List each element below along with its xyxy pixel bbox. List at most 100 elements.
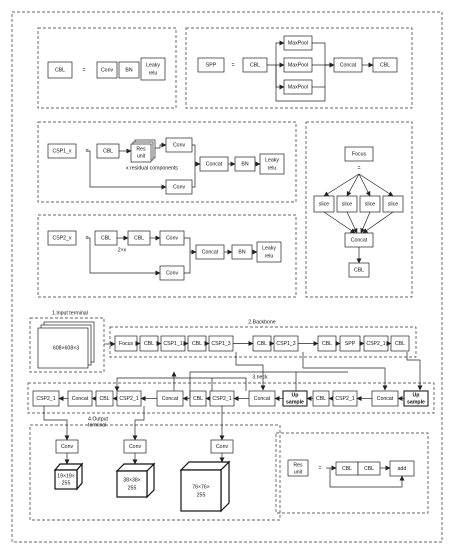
- svg-text:CBL: CBL: [342, 466, 352, 472]
- svg-text:Leaky: Leaky: [146, 62, 160, 68]
- svg-text:=: =: [318, 465, 321, 471]
- svg-text:CBL: CBL: [380, 62, 390, 68]
- svg-text:add: add: [398, 466, 407, 472]
- neck-block-label-1: Up: [413, 392, 420, 398]
- focus-definition-panel: Focus = slice slice slice slice Concat C…: [305, 121, 413, 298]
- neck-block: Concat: [156, 390, 184, 407]
- backbone-block: CSP1_3: [273, 335, 299, 352]
- svg-text:19×19×: 19×19×: [57, 473, 75, 479]
- svg-text:MaxPool: MaxPool: [288, 40, 308, 46]
- svg-text:slice: slice: [342, 201, 352, 207]
- backbone-block-label: CBL: [144, 341, 154, 347]
- output-cube-38: 38×38× 255: [115, 462, 156, 499]
- backbone-block: CBL: [317, 335, 337, 352]
- svg-text:SPP: SPP: [206, 62, 217, 68]
- svg-text:Conv: Conv: [216, 444, 229, 450]
- svg-text:relu: relu: [149, 70, 158, 76]
- backbone-block: SPP: [339, 335, 361, 352]
- svg-text:255: 255: [62, 480, 71, 486]
- backbone-block-label: CSP1_1: [163, 341, 182, 347]
- neck-block: CBL: [312, 390, 330, 407]
- neck-block-label: CSP2_1: [36, 396, 55, 402]
- svg-text:CBL: CBL: [103, 148, 113, 154]
- svg-text:x residual components: x residual components: [126, 165, 178, 171]
- output-terminal: 4.Output terminal Conv Conv Conv 19×19× …: [29, 406, 281, 521]
- cbl-definition-panel: CBL = Conv BN Leaky relu: [37, 27, 177, 109]
- svg-text:slice: slice: [388, 201, 398, 207]
- backbone-block-label: CBL: [257, 341, 267, 347]
- svg-text:BN: BN: [125, 67, 132, 73]
- backbone-block-label: CBL: [395, 341, 405, 347]
- svg-text:Res: Res: [293, 462, 303, 468]
- csp2-definition-panel: CSP2_x = CBL 2×x CBL Conv Conv Concat BN…: [37, 214, 297, 298]
- svg-text:=: =: [85, 148, 88, 154]
- backbone-block-label: CBL: [192, 341, 202, 347]
- backbone-block-label: SPP: [345, 341, 356, 347]
- neck-block-label: CBL: [193, 396, 203, 402]
- neck-block: CBL: [95, 390, 114, 407]
- svg-text:Conv: Conv: [173, 184, 186, 190]
- backbone-neck-connections: [114, 352, 423, 398]
- neck-block-label: Concat: [254, 396, 271, 402]
- neck-block: CBL: [189, 390, 207, 407]
- csp1-definition-panel: CSP1_x = CBL Res unit Conv x residual co…: [37, 121, 297, 203]
- svg-text:38×38×: 38×38×: [123, 477, 141, 483]
- svg-text:CSP1_x: CSP1_x: [52, 148, 71, 154]
- svg-text:relu: relu: [268, 165, 277, 171]
- neck-block: CSP2_1: [332, 390, 358, 407]
- svg-text:terminal: terminal: [88, 422, 106, 428]
- svg-text:255: 255: [128, 485, 137, 491]
- svg-text:Leaky: Leaky: [262, 245, 276, 251]
- neck-block-label: CSP2_1: [119, 396, 138, 402]
- svg-text:BN: BN: [241, 161, 248, 167]
- svg-text:MaxPool: MaxPool: [288, 84, 308, 90]
- svg-text:=: =: [82, 67, 85, 73]
- svg-text:2×x: 2×x: [118, 247, 127, 253]
- svg-text:1.Input terminal: 1.Input terminal: [52, 310, 88, 316]
- neck: 3.neck CSP2_1 Concat CBL CSP2_1 Concat CBL CSP…: [27, 374, 435, 414]
- svg-text:slice: slice: [319, 201, 329, 207]
- neck-block-label: CBL: [316, 396, 326, 402]
- neck-block-label: CBL: [99, 396, 109, 402]
- neck-block-label-1: Up: [292, 392, 299, 398]
- svg-text:Leaky: Leaky: [265, 157, 279, 163]
- neck-block-label: CSP2_1: [212, 396, 231, 402]
- svg-text:CBL: CBL: [134, 235, 144, 241]
- backbone-block-label: CSP1_3: [276, 341, 295, 347]
- input-size-label: 608×608×3: [53, 345, 79, 351]
- svg-text:Conv: Conv: [129, 444, 142, 450]
- svg-text:Focus: Focus: [352, 151, 367, 157]
- output-cube-19: 19×19× 255: [53, 462, 84, 491]
- neck-block: CSP2_1: [116, 390, 142, 407]
- backbone-block-label: CBL: [322, 341, 332, 347]
- svg-text:relu: relu: [265, 253, 274, 259]
- svg-text:slice: slice: [365, 201, 375, 207]
- cbl-label: CBL: [55, 67, 65, 73]
- backbone-block-label: CSP1_3: [211, 341, 230, 347]
- svg-text:=: =: [357, 165, 360, 171]
- backbone-block: CBL: [187, 335, 207, 352]
- svg-text:BN: BN: [238, 249, 245, 255]
- svg-text:=: =: [231, 62, 234, 68]
- neck-block: Concat: [371, 390, 399, 407]
- svg-text:unit: unit: [294, 469, 303, 475]
- svg-text:CBL: CBL: [364, 466, 374, 472]
- neck-block-label-2: sample: [407, 399, 425, 405]
- input-terminal: 1.Input terminal 608×608×3: [29, 310, 105, 373]
- neck-block: Concat: [67, 390, 93, 407]
- res-unit-definition-panel: Res unit = CBL CBL add: [275, 432, 429, 514]
- svg-text:CBL: CBL: [101, 235, 111, 241]
- svg-text:3.neck: 3.neck: [252, 374, 268, 380]
- svg-text:Concat: Concat: [340, 62, 357, 68]
- svg-text:2.Backbone: 2.Backbone: [248, 319, 276, 325]
- neck-block: CSP2_1: [32, 390, 60, 407]
- neck-block-label-2: sample: [286, 399, 304, 405]
- svg-text:255: 255: [197, 492, 206, 498]
- backbone-block: CSP1_3: [208, 335, 234, 352]
- neck-block-label: Concat: [72, 396, 89, 402]
- svg-text:76×76×: 76×76×: [192, 484, 210, 490]
